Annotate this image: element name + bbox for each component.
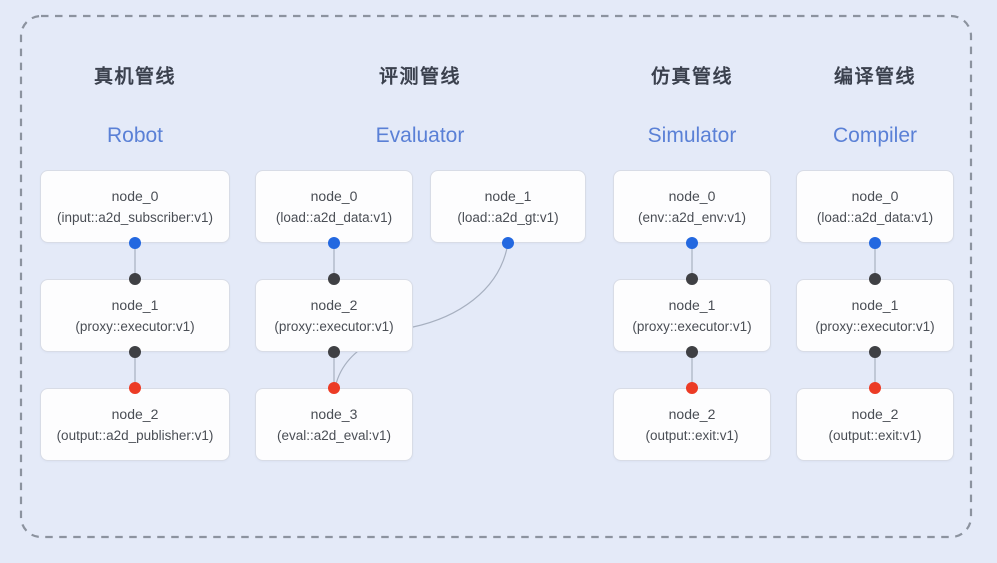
node-card-compiler-node_0: node_0(load::a2d_data:v1)	[796, 170, 954, 243]
node-label: node_0	[310, 187, 358, 204]
port-dot-black-simulator-2	[686, 346, 698, 358]
pipeline-simulator-title-zh: 仿真管线	[650, 66, 734, 88]
port-dot-red-evaluator-4	[328, 382, 340, 394]
node-label: node_2	[851, 405, 899, 422]
node-type: (proxy::executor:v1)	[815, 318, 935, 334]
node-card-robot-node_2: node_2(output::a2d_publisher:v1)	[40, 388, 230, 461]
pipeline-robot-title-en: Robot	[106, 124, 164, 147]
node-label: node_1	[851, 296, 899, 313]
node-card-evaluator-node_0: node_0(load::a2d_data:v1)	[255, 170, 413, 243]
node-type: (output::a2d_publisher:v1)	[56, 427, 214, 443]
node-type: (output::exit:v1)	[828, 427, 922, 443]
port-dot-black-simulator-1	[686, 273, 698, 285]
port-dot-black-compiler-1	[869, 273, 881, 285]
pipeline-evaluator-title-en: Evaluator	[375, 124, 465, 147]
port-dot-black-evaluator-2	[328, 273, 340, 285]
node-label: node_0	[851, 187, 899, 204]
node-card-robot-node_0: node_0(input::a2d_subscriber:v1)	[40, 170, 230, 243]
pipeline-robot-title-zh: 真机管线	[93, 66, 177, 88]
node-type: (input::a2d_subscriber:v1)	[56, 209, 214, 225]
pipeline-simulator-title-en: Simulator	[647, 124, 737, 147]
node-label: node_1	[668, 296, 716, 313]
node-type: (eval::a2d_eval:v1)	[276, 427, 392, 443]
node-label: node_2	[668, 405, 716, 422]
port-dot-blue-simulator-0	[686, 237, 698, 249]
port-dot-red-simulator-3	[686, 382, 698, 394]
port-dot-red-robot-3	[129, 382, 141, 394]
port-dot-blue-robot-0	[129, 237, 141, 249]
node-label: node_1	[111, 296, 159, 313]
node-type: (output::exit:v1)	[645, 427, 739, 443]
node-label: node_2	[111, 405, 159, 422]
dashed-frame	[19, 14, 973, 539]
node-label: node_2	[310, 296, 358, 313]
node-card-simulator-node_1: node_1(proxy::executor:v1)	[613, 279, 771, 352]
port-dot-blue-evaluator-1	[502, 237, 514, 249]
port-dot-blue-compiler-0	[869, 237, 881, 249]
node-card-compiler-node_1: node_1(proxy::executor:v1)	[796, 279, 954, 352]
node-card-evaluator-node_2: node_2(proxy::executor:v1)	[255, 279, 413, 352]
node-type: (load::a2d_data:v1)	[816, 209, 934, 225]
node-type: (proxy::executor:v1)	[274, 318, 394, 334]
node-label: node_1	[484, 187, 532, 204]
node-card-evaluator-node_1: node_1(load::a2d_gt:v1)	[430, 170, 586, 243]
node-card-robot-node_1: node_1(proxy::executor:v1)	[40, 279, 230, 352]
node-label: node_3	[310, 405, 358, 422]
port-dot-black-evaluator-3	[328, 346, 340, 358]
node-type: (proxy::executor:v1)	[632, 318, 752, 334]
node-card-simulator-node_2: node_2(output::exit:v1)	[613, 388, 771, 461]
port-dot-red-compiler-3	[869, 382, 881, 394]
node-card-evaluator-node_3: node_3(eval::a2d_eval:v1)	[255, 388, 413, 461]
pipeline-compiler-title-en: Compiler	[832, 124, 918, 147]
pipeline-evaluator-title-zh: 评测管线	[378, 66, 462, 88]
port-dot-black-robot-2	[129, 346, 141, 358]
node-type: (proxy::executor:v1)	[75, 318, 195, 334]
node-card-simulator-node_0: node_0(env::a2d_env:v1)	[613, 170, 771, 243]
port-dot-black-compiler-2	[869, 346, 881, 358]
node-label: node_0	[668, 187, 716, 204]
port-dot-black-robot-1	[129, 273, 141, 285]
node-type: (load::a2d_data:v1)	[275, 209, 393, 225]
node-type: (env::a2d_env:v1)	[637, 209, 747, 225]
node-card-compiler-node_2: node_2(output::exit:v1)	[796, 388, 954, 461]
port-dot-blue-evaluator-0	[328, 237, 340, 249]
pipeline-compiler-title-zh: 编译管线	[833, 66, 917, 88]
node-label: node_0	[111, 187, 159, 204]
edge-path-evaluator-2	[335, 242, 509, 385]
node-type: (load::a2d_gt:v1)	[457, 209, 559, 225]
